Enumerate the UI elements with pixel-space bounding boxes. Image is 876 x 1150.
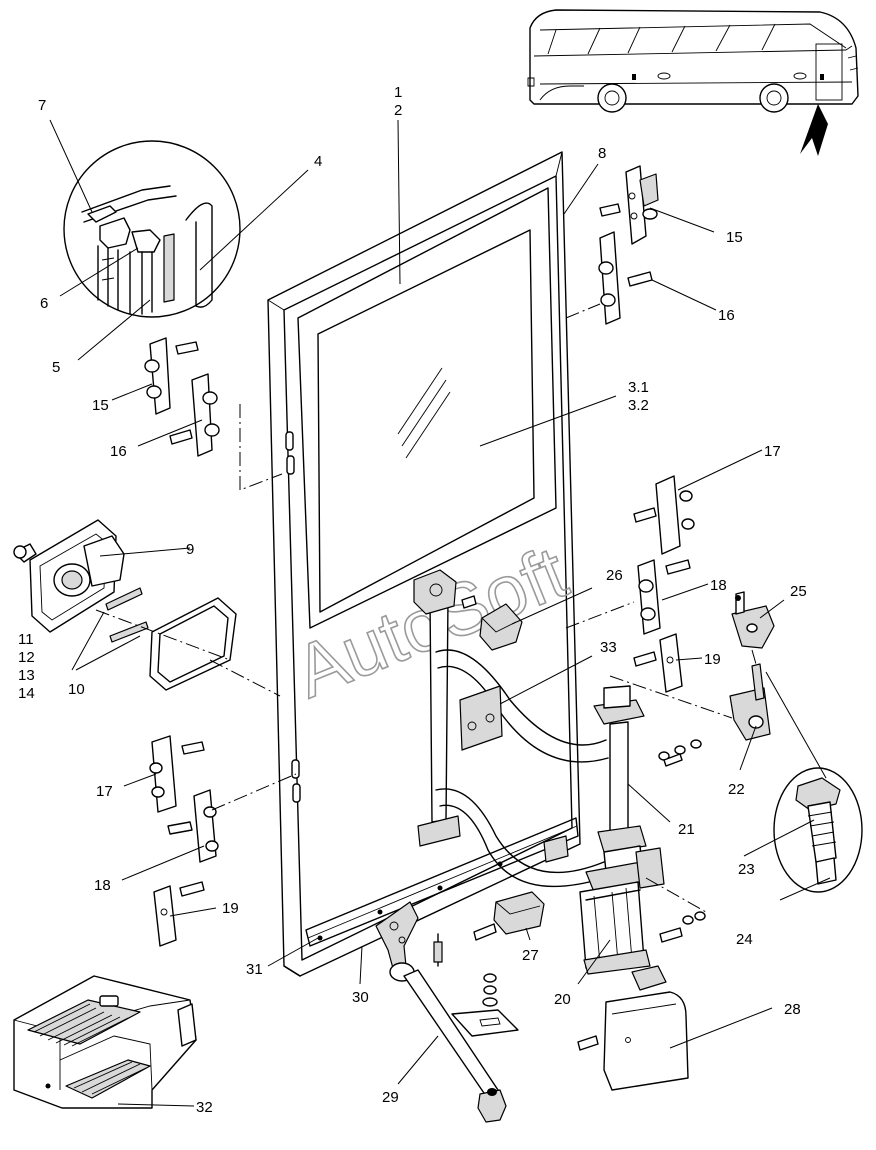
callout-19-right: 19	[704, 651, 721, 668]
locator-arrow-icon	[800, 104, 828, 156]
callout-28: 28	[784, 1001, 801, 1018]
callout-18-left: 18	[94, 877, 111, 894]
callout-23: 23	[738, 861, 755, 878]
callout-14: 14	[18, 685, 35, 702]
callout-2: 2	[394, 102, 402, 119]
bus-locator-thumbnail	[527, 9, 859, 156]
callout-1: 1	[394, 84, 402, 101]
callout-26: 26	[606, 567, 623, 584]
leader-lines	[49, 119, 831, 1107]
callout-5: 5	[52, 359, 60, 376]
callout-4: 4	[314, 153, 322, 170]
hinge-set-right	[598, 165, 659, 325]
callout-6: 6	[40, 295, 48, 312]
hinge-set-left	[144, 337, 220, 457]
callout-17-left: 17	[96, 783, 113, 800]
callout-21: 21	[678, 821, 695, 838]
bottom-plate-and-nuts	[451, 973, 519, 1037]
callout-18-right: 18	[710, 577, 727, 594]
callout-3-1: 3.1	[628, 379, 649, 396]
callout-22: 22	[728, 781, 745, 798]
callout-9: 9	[186, 541, 194, 558]
callout-13: 13	[18, 667, 35, 684]
callout-32: 32	[196, 1099, 213, 1116]
covers	[479, 603, 689, 1091]
callout-25: 25	[790, 583, 807, 600]
callout-33: 33	[600, 639, 617, 656]
callout-24: 24	[736, 931, 753, 948]
callout-3-2: 3.2	[628, 397, 649, 414]
hinge-set-right-lower	[633, 475, 695, 693]
callout-30: 30	[352, 989, 369, 1006]
callout-27: 27	[522, 947, 539, 964]
callout-7: 7	[38, 97, 46, 114]
callout-20: 20	[554, 991, 571, 1008]
door-leaf	[267, 151, 581, 977]
callout-16-right: 16	[718, 307, 735, 324]
callout-8: 8	[598, 145, 606, 162]
grab-handle-and-rod	[413, 569, 609, 888]
callout-labels: 1 2 3.1 3.2 4 5 6 7 8 9 10 11 12 13 14 1…	[18, 84, 807, 1116]
hinge-set-left-lower	[149, 735, 219, 947]
callout-17-right: 17	[764, 443, 781, 460]
lower-arm-and-link	[375, 901, 507, 1123]
fastener-screws	[461, 595, 741, 1051]
callout-29: 29	[382, 1089, 399, 1106]
step-well-unit	[13, 975, 197, 1109]
callout-15-right: 15	[726, 229, 743, 246]
callout-11: 11	[18, 631, 34, 648]
assembly-lines	[95, 303, 757, 913]
callout-16-left: 16	[110, 443, 127, 460]
lock-assembly	[13, 519, 237, 691]
seal-section-detail	[63, 140, 241, 318]
callout-15-left: 15	[92, 397, 109, 414]
pin-detail	[773, 767, 863, 893]
callout-31: 31	[246, 961, 263, 978]
callout-19-left: 19	[222, 900, 239, 917]
callout-10: 10	[68, 681, 85, 698]
door-column-and-actuator	[579, 685, 665, 975]
callout-12: 12	[18, 649, 35, 666]
